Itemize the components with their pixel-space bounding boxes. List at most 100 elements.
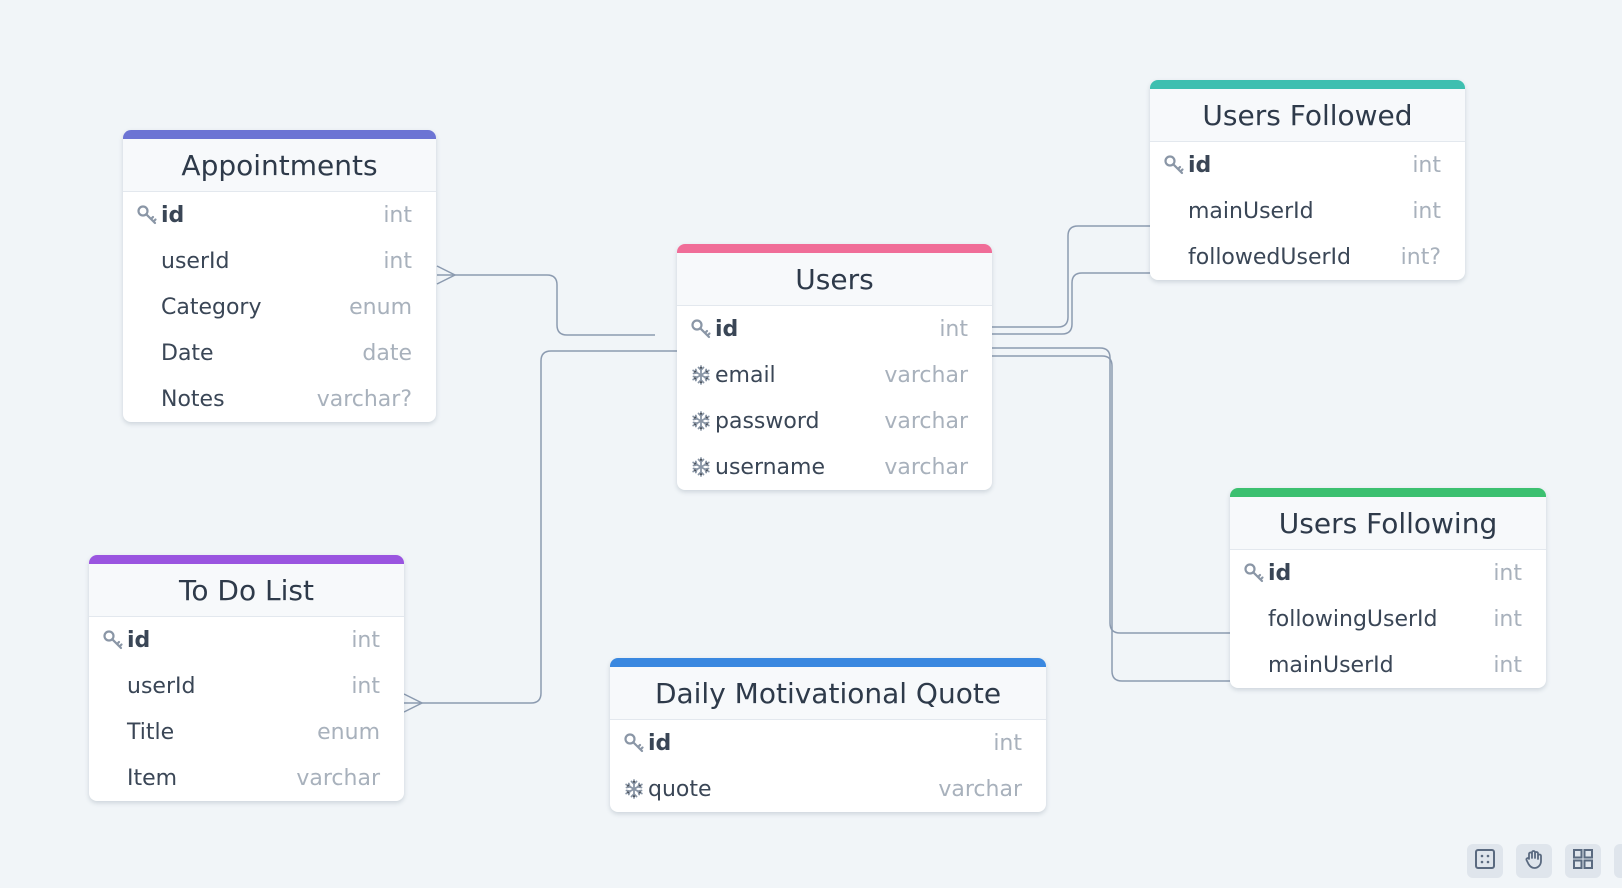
table-header[interactable]: To Do List bbox=[89, 555, 404, 617]
table-row[interactable]: email varchar bbox=[677, 352, 992, 398]
field-name: userId bbox=[161, 248, 230, 274]
field-type: int bbox=[351, 673, 380, 699]
snowflake-icon bbox=[622, 777, 646, 801]
link-users-followed-main[interactable] bbox=[992, 225, 1150, 328]
field-type: date bbox=[362, 340, 412, 366]
field-icon-spacer bbox=[101, 720, 125, 744]
field-icon-spacer bbox=[101, 674, 125, 698]
field-type: varchar bbox=[884, 362, 968, 388]
key-icon bbox=[1162, 153, 1186, 177]
link-appointments-users[interactable] bbox=[437, 274, 655, 336]
field-name: Title bbox=[127, 719, 175, 745]
key-icon bbox=[1242, 561, 1266, 585]
field-name: id bbox=[161, 202, 185, 228]
key-icon bbox=[135, 203, 159, 227]
table-row[interactable]: id int bbox=[123, 192, 436, 238]
table-row[interactable]: Title enum bbox=[89, 709, 404, 755]
field-type: int bbox=[383, 248, 412, 274]
canvas-toolbar bbox=[1467, 844, 1622, 878]
field-name: mainUserId bbox=[1188, 198, 1314, 224]
crowfoot-appointments bbox=[436, 265, 457, 285]
field-name: Date bbox=[161, 340, 214, 366]
key-icon bbox=[689, 317, 713, 341]
field-type: int bbox=[383, 202, 412, 228]
table-row[interactable]: Date date bbox=[123, 330, 436, 376]
table-title: Appointments bbox=[181, 148, 378, 182]
key-icon bbox=[101, 628, 125, 652]
field-name: userId bbox=[127, 673, 196, 699]
table-row[interactable]: followingUserId int bbox=[1230, 596, 1546, 642]
field-name: email bbox=[715, 362, 776, 388]
field-name: id bbox=[648, 730, 672, 756]
table-row[interactable]: username varchar bbox=[677, 444, 992, 490]
table-header[interactable]: Users Followed bbox=[1150, 80, 1465, 142]
table-title: Users Followed bbox=[1202, 98, 1413, 132]
key-icon bbox=[622, 731, 646, 755]
more-button[interactable] bbox=[1614, 844, 1622, 878]
table-row[interactable]: userId int bbox=[89, 663, 404, 709]
link-users-following-main[interactable] bbox=[992, 355, 1230, 682]
field-type: int bbox=[939, 316, 968, 342]
field-icon-spacer bbox=[1162, 245, 1186, 269]
field-name: password bbox=[715, 408, 820, 434]
table-row[interactable]: id int bbox=[610, 720, 1046, 766]
field-name: id bbox=[1188, 152, 1212, 178]
field-name: username bbox=[715, 454, 825, 480]
snowflake-icon bbox=[689, 409, 713, 433]
table-header[interactable]: Users bbox=[677, 244, 992, 306]
link-users-followed-followed[interactable] bbox=[992, 272, 1150, 335]
field-type: int bbox=[1493, 652, 1522, 678]
snowflake-icon bbox=[689, 363, 713, 387]
table-row[interactable]: userId int bbox=[123, 238, 436, 284]
field-name: id bbox=[715, 316, 739, 342]
table-title: Users Following bbox=[1278, 506, 1498, 540]
snowflake-icon bbox=[689, 455, 713, 479]
table-title: To Do List bbox=[179, 573, 314, 607]
grid-icon bbox=[1572, 848, 1594, 874]
field-icon-spacer bbox=[135, 341, 159, 365]
field-name: followedUserId bbox=[1188, 244, 1351, 270]
table-title: Daily Motivational Quote bbox=[654, 676, 1002, 710]
table-header[interactable]: Daily Motivational Quote bbox=[610, 658, 1046, 720]
table-header[interactable]: Appointments bbox=[123, 130, 436, 192]
field-icon-spacer bbox=[135, 387, 159, 411]
field-type: int bbox=[1493, 606, 1522, 632]
field-name: Notes bbox=[161, 386, 225, 412]
field-name: quote bbox=[648, 776, 712, 802]
field-type: enum bbox=[317, 719, 380, 745]
hand-pan-button[interactable] bbox=[1516, 844, 1552, 878]
field-icon-spacer bbox=[1242, 653, 1266, 677]
field-type: int bbox=[993, 730, 1022, 756]
field-type: enum bbox=[349, 294, 412, 320]
select-area-button[interactable] bbox=[1467, 844, 1503, 878]
field-name: Item bbox=[127, 765, 178, 791]
field-type: varchar bbox=[884, 454, 968, 480]
link-todo-users[interactable] bbox=[404, 350, 677, 704]
grid-view-button[interactable] bbox=[1565, 844, 1601, 878]
table-header[interactable]: Users Following bbox=[1230, 488, 1546, 550]
table-row[interactable]: id int bbox=[677, 306, 992, 352]
select-area-icon bbox=[1474, 848, 1496, 874]
field-type: int bbox=[351, 627, 380, 653]
field-name: followingUserId bbox=[1268, 606, 1438, 632]
link-users-following-following[interactable] bbox=[992, 347, 1230, 634]
